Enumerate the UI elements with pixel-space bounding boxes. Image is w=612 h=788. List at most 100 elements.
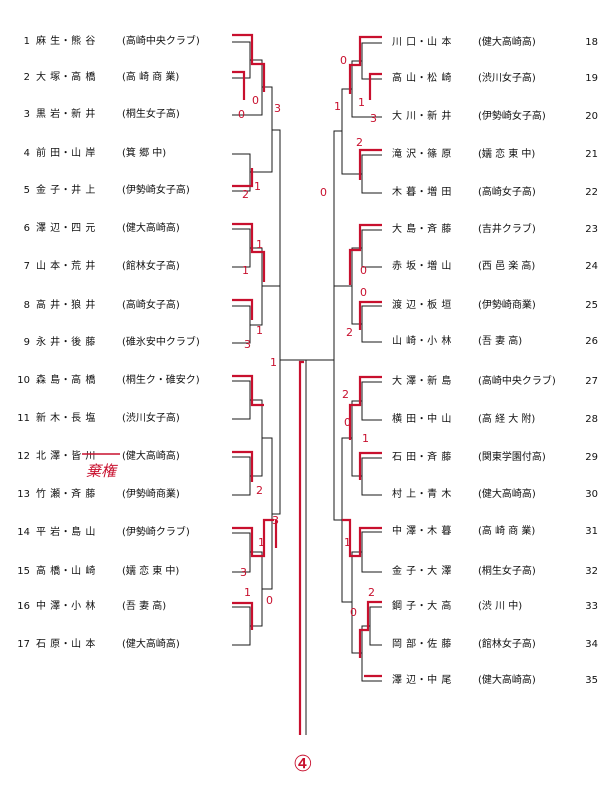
score-mark: 1 xyxy=(256,324,263,337)
entry-team: (桐生女子高) xyxy=(478,566,536,577)
right-entry: 村 上・青 木(健大高崎高)30 xyxy=(392,486,604,504)
entry-players: 澤 辺・中 尾 xyxy=(392,675,452,686)
winner-path xyxy=(232,450,254,482)
score-mark: 0 xyxy=(360,264,367,277)
score-mark: 0 xyxy=(360,286,367,299)
entry-players: 中 澤・小 林 xyxy=(36,601,96,612)
score-mark: 2 xyxy=(368,586,375,599)
score-mark: 0 xyxy=(266,594,273,607)
entry-team: (高 経 大 附) xyxy=(478,414,536,425)
entry-team: (健大高崎高) xyxy=(478,489,536,500)
entry-number: 31 xyxy=(585,526,598,537)
score-mark: 1 xyxy=(256,238,263,251)
entry-number: 9 xyxy=(23,337,30,348)
bracket-line xyxy=(262,437,273,590)
entry-number: 28 xyxy=(585,414,598,425)
score-mark: 2 xyxy=(346,326,353,339)
entry-players: 大 島・斉 藤 xyxy=(392,224,452,235)
entry-players: 澤 辺・四 元 xyxy=(36,223,96,234)
entry-team: (健大高崎高) xyxy=(478,675,536,686)
winner-path xyxy=(368,72,382,100)
entry-players: 中 澤・木 暮 xyxy=(392,526,452,537)
entry-team: (高 崎 商 業) xyxy=(478,526,536,537)
entry-players: 永 井・後 藤 xyxy=(36,337,96,348)
entry-team: (高崎中央クラブ) xyxy=(478,376,556,387)
score-mark: 1 xyxy=(344,536,351,549)
winner-path xyxy=(342,518,382,558)
bracket-line xyxy=(369,606,382,646)
entry-team: (桐生ク・碓安ク) xyxy=(122,375,200,386)
entry-number: 25 xyxy=(585,300,598,311)
entry-number: 1 xyxy=(23,36,30,47)
right-entry: 大 島・斉 藤(吉井クラブ)23 xyxy=(392,221,604,239)
right-entry: 金 子・大 澤(桐生女子高)32 xyxy=(392,563,604,581)
left-score-marks: 0 3 0 1 2 1 1 3 1 1 2 3 1 3 1 0 xyxy=(238,94,281,607)
right-entry: 山 崎・小 林(吾 妻 高)26 xyxy=(392,333,604,351)
score-mark: 3 xyxy=(272,514,279,527)
entry-number: 15 xyxy=(17,566,30,577)
printed-bracket xyxy=(232,41,382,735)
score-mark: 0 xyxy=(340,54,347,67)
winner-path xyxy=(358,600,382,658)
entry-team: (伊勢崎商業) xyxy=(122,489,180,500)
score-mark: 2 xyxy=(256,484,263,497)
entry-number: 4 xyxy=(23,148,30,159)
entry-number: 34 xyxy=(585,639,598,650)
score-mark: 3 xyxy=(244,338,251,351)
entry-team: (渋 川 中) xyxy=(478,601,523,612)
entry-team: (伊勢崎クラブ) xyxy=(122,527,190,538)
right-entry: 大 川・新 井(伊勢崎女子高)20 xyxy=(392,108,604,126)
score-mark: 1 xyxy=(270,356,277,369)
score-mark: 1 xyxy=(244,586,251,599)
winner-path xyxy=(348,35,382,94)
entry-players: 山 崎・小 林 xyxy=(392,336,452,347)
bracket-line xyxy=(361,154,382,194)
right-entry: 澤 辺・中 尾(健大高崎高)35 xyxy=(392,672,604,690)
entry-number: 33 xyxy=(585,601,598,612)
entry-number: 21 xyxy=(585,149,598,160)
winner-path xyxy=(348,223,382,285)
entry-number: 26 xyxy=(585,336,598,347)
entry-team: (嬬 恋 東 中) xyxy=(122,566,180,577)
winner-path xyxy=(232,518,274,558)
right-entry: 鋼 子・大 高(渋 川 中)33 xyxy=(392,598,604,616)
bracket-line xyxy=(232,380,251,420)
entry-players: 村 上・青 木 xyxy=(392,489,452,500)
entry-team: (高崎女子高) xyxy=(478,187,536,198)
right-score-marks: 0 1 1 3 2 0 0 0 2 2 0 1 1 2 0 xyxy=(320,54,377,619)
right-entry: 滝 沢・篠 原(嬬 恋 東 中)21 xyxy=(392,146,604,164)
entry-players: 金 子・大 澤 xyxy=(392,566,452,577)
entry-team: (桐生女子高) xyxy=(122,109,180,120)
entry-players: 山 本・荒 井 xyxy=(36,261,96,272)
entry-team: (健大高崎高) xyxy=(122,223,180,234)
entry-team: (館林女子高) xyxy=(478,639,536,650)
score-mark: 2 xyxy=(356,136,363,149)
entry-players: 川 口・山 本 xyxy=(392,37,452,48)
winner-path xyxy=(358,148,382,180)
score-mark: 2 xyxy=(342,388,349,401)
entry-players: 高 橋・山 崎 xyxy=(36,566,96,577)
entry-team: (健大高崎高) xyxy=(478,37,536,48)
entry-players: 竹 瀬・斉 藤 xyxy=(36,489,96,500)
entry-players: 北 澤・皆 川 xyxy=(36,451,96,462)
score-mark: 1 xyxy=(358,96,365,109)
right-entry: 横 田・中 山(高 経 大 附)28 xyxy=(392,411,604,429)
score-mark: 3 xyxy=(274,102,281,115)
bracket-line xyxy=(361,381,382,421)
entry-team: (伊勢崎女子高) xyxy=(122,185,190,196)
entry-number: 17 xyxy=(17,639,30,650)
entry-players: 平 岩・島 山 xyxy=(36,527,96,538)
score-mark: 0 xyxy=(320,186,327,199)
entry-number: 18 xyxy=(585,37,598,48)
entry-players: 新 木・長 塩 xyxy=(36,413,96,424)
bracket-line xyxy=(333,360,342,521)
bracket-line xyxy=(361,531,382,573)
